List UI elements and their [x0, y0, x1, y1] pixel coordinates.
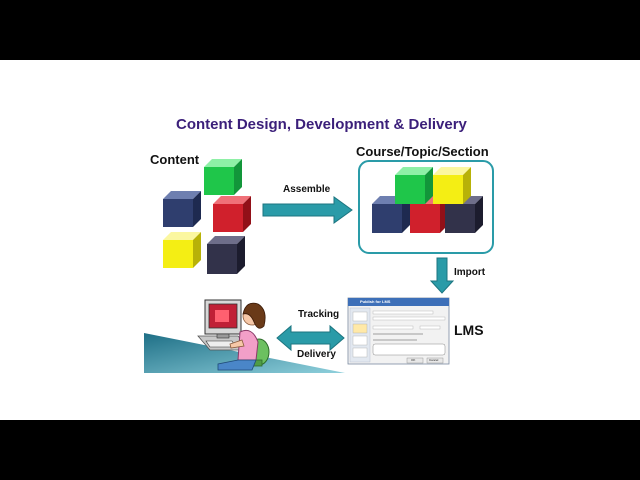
tracking-delivery-arrow [276, 324, 345, 352]
diagram-canvas [144, 159, 494, 373]
import-label: Import [454, 267, 486, 278]
dialog-cancel-button: Cancel [429, 358, 439, 362]
assembled-cube-dark [445, 196, 483, 233]
assembled-cubes [372, 167, 483, 233]
tracking-label: Tracking [298, 309, 340, 320]
course-label: Course/Topic/Section [356, 144, 489, 159]
assemble-arrow [262, 196, 353, 224]
cube-yellow [163, 232, 201, 268]
cube-dark [207, 236, 245, 274]
lms-label: LMS [454, 322, 484, 338]
slide-title: Content Design, Development & Delivery [176, 116, 467, 133]
dialog-title: Publish for LMS [360, 299, 391, 304]
letterbox-top [0, 0, 640, 60]
cube-green [204, 159, 242, 195]
dialog-ok-button: OK [411, 358, 416, 362]
assembled-cube-yellow [433, 167, 471, 204]
assembled-cube-green [395, 167, 433, 204]
letterbox-bottom [0, 420, 640, 480]
lms-dialog-screenshot [347, 297, 450, 365]
content-cubes [163, 159, 251, 274]
person-at-computer-icon [197, 299, 270, 371]
slide: Content Design, Development & Delivery [0, 60, 640, 420]
assemble-label: Assemble [283, 184, 331, 195]
import-arrow [429, 257, 455, 294]
delivery-label: Delivery [297, 349, 336, 360]
content-label: Content [150, 152, 200, 167]
cube-red [213, 196, 251, 232]
cube-navy [163, 191, 201, 227]
